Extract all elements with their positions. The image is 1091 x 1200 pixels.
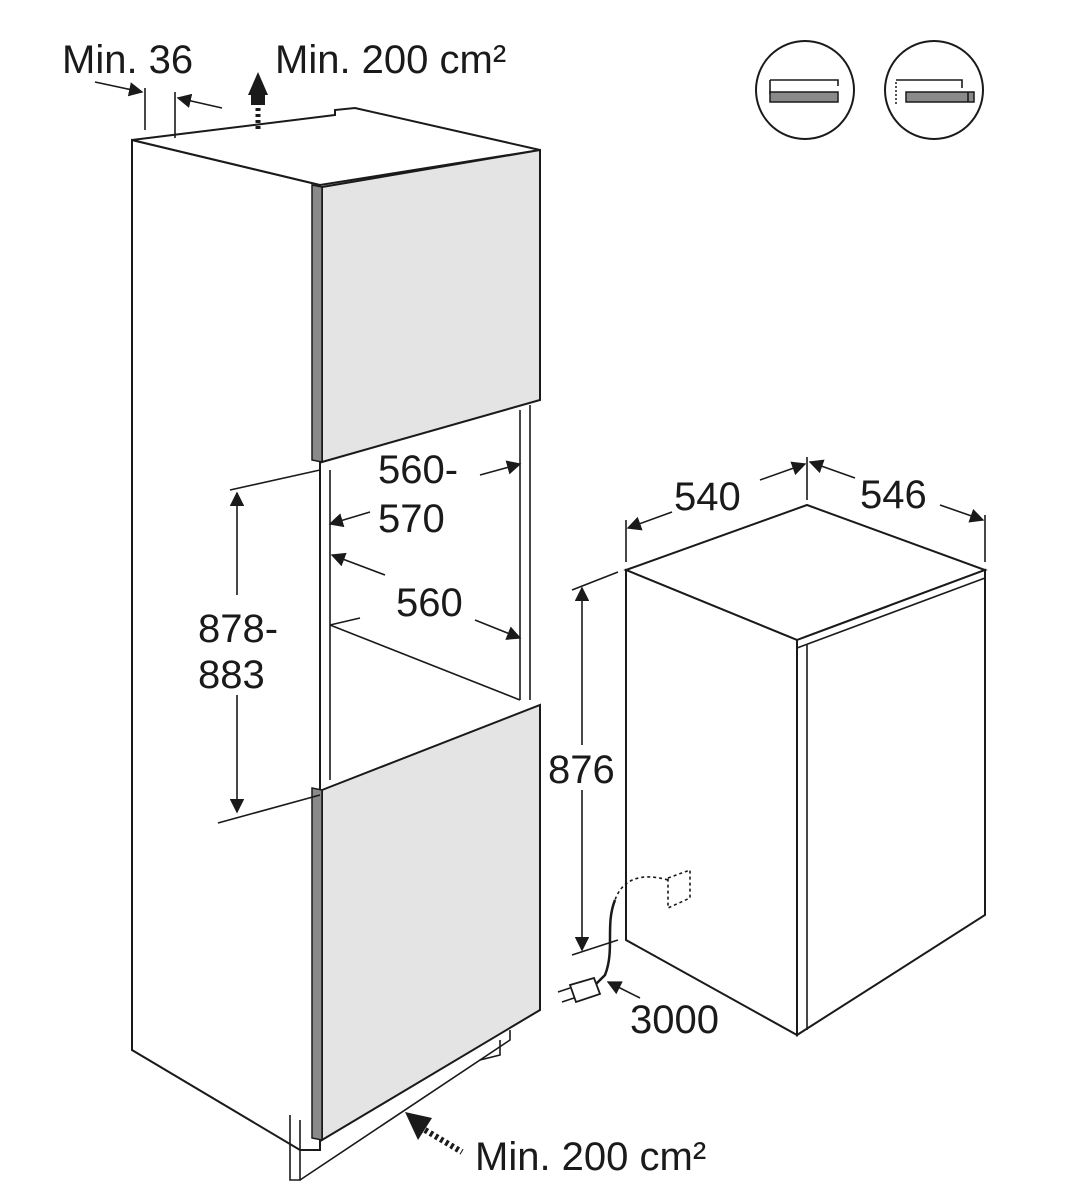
vent-up-arrow-icon bbox=[248, 72, 268, 105]
niche-height-label-2: 883 bbox=[198, 653, 265, 697]
niche-width-dimension: 560- 570 bbox=[328, 448, 522, 541]
appliance-depth-label: 546 bbox=[860, 473, 927, 517]
power-cable: 3000 bbox=[557, 868, 719, 1042]
appliance-width-label: 540 bbox=[674, 475, 741, 519]
appliance-depth-dimension: 546 bbox=[808, 459, 986, 562]
min-36-label: Min. 36 bbox=[62, 38, 193, 82]
vent-bottom-label: Min. 200 cm² bbox=[475, 1135, 706, 1179]
appliance-height-dimension: 876 bbox=[548, 571, 619, 956]
niche-height-label-1: 878- bbox=[198, 607, 278, 651]
plug-icon bbox=[568, 976, 602, 1004]
appliance-width-dimension: 540 bbox=[625, 457, 808, 562]
sliding-door-hinge-icon bbox=[884, 40, 984, 140]
flat-door-hinge-icon bbox=[755, 40, 855, 140]
plinth bbox=[289, 1030, 511, 1181]
top-ventilation: Min. 200 cm² bbox=[248, 38, 506, 130]
lower-door bbox=[311, 703, 541, 1142]
niche-depth-label: 560 bbox=[396, 581, 463, 625]
niche-height-dimension: 878- 883 bbox=[198, 469, 321, 824]
niche-depth-dimension: 560 bbox=[330, 552, 522, 640]
tall-cabinet bbox=[131, 106, 541, 1151]
min-36-dimension: Min. 36 bbox=[62, 38, 223, 138]
niche-width-label-1: 560- bbox=[378, 448, 458, 492]
bottom-ventilation: Min. 200 cm² bbox=[405, 1112, 706, 1179]
vent-top-label: Min. 200 cm² bbox=[275, 38, 506, 82]
upper-door bbox=[311, 148, 541, 464]
cable-length-label: 3000 bbox=[630, 998, 719, 1042]
appliance-height-label: 876 bbox=[548, 748, 615, 792]
vent-diagonal-arrow-icon bbox=[405, 1112, 432, 1140]
appliance-box bbox=[623, 503, 988, 1037]
niche-width-label-2: 570 bbox=[378, 497, 445, 541]
